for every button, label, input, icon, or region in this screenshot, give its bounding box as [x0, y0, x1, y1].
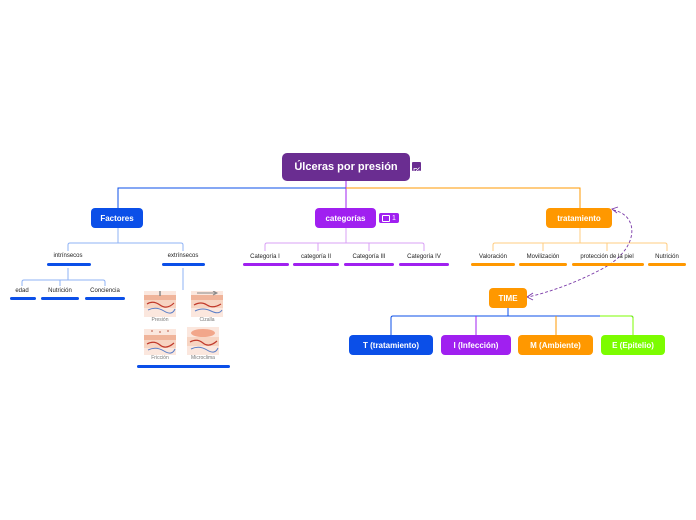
time-node[interactable]: TIME: [489, 288, 527, 308]
relationship-arrowhead-start: [611, 206, 619, 214]
skin-friction-image[interactable]: [144, 329, 176, 355]
comment-count: 1: [392, 214, 396, 222]
comment-badge[interactable]: 1: [379, 213, 399, 223]
topic-nutricion-underline: [41, 297, 79, 300]
skin-shear-image[interactable]: [191, 290, 223, 317]
relationship-arrowhead-end: [526, 292, 534, 301]
topic-proteccion-piel[interactable]: protección de la piel: [580, 254, 634, 260]
time-m-ambiente[interactable]: M (Ambiente): [518, 335, 593, 355]
images-topic-underline: [137, 365, 230, 368]
topic-categoria-1-underline: [243, 263, 289, 266]
topic-conciencia[interactable]: Conciencia: [90, 288, 120, 294]
subtopic-extrinsecos[interactable]: extrínsecos: [167, 253, 199, 259]
image-caption-microclima: Microclima: [191, 355, 215, 361]
topic-nutricion-tratamiento-underline: [648, 263, 686, 266]
topic-categoria-1[interactable]: Categoría I: [250, 254, 280, 260]
topic-movilizacion[interactable]: Movilización: [526, 254, 560, 260]
topic-edad[interactable]: edad: [15, 288, 29, 294]
connector-categorias-children: [264, 228, 425, 251]
subtopic-intrinsecos-underline: [47, 263, 91, 266]
connector-intrinsecos-children: [21, 268, 106, 286]
connector-time-epitelio: [600, 315, 634, 336]
skin-microclimate-image[interactable]: [187, 327, 219, 355]
connector-root-tratamiento: [346, 187, 581, 208]
image-caption-friccion: Fricción: [151, 355, 169, 361]
topic-categoria-2-underline: [293, 263, 339, 266]
topic-valoracion[interactable]: Valoración: [479, 254, 507, 260]
topic-conciencia-underline: [85, 297, 125, 300]
note-icon[interactable]: [412, 162, 421, 173]
image-caption-cizalla: Cizalla: [199, 317, 215, 323]
topic-nutricion[interactable]: Nutrición: [48, 288, 72, 294]
topic-categoria-2[interactable]: categoría II: [300, 254, 332, 260]
connector-tratamiento-children: [492, 228, 668, 251]
skin-pressure-image[interactable]: [144, 291, 176, 317]
image-caption-presion: Presión: [151, 317, 169, 323]
subtopic-extrinsecos-underline: [162, 263, 205, 266]
branch-factores[interactable]: Factores: [91, 208, 143, 228]
branch-categorias[interactable]: categorías: [315, 208, 376, 228]
root-node[interactable]: Úlceras por presión: [282, 153, 410, 181]
topic-valoracion-underline: [471, 263, 515, 266]
comment-icon: [382, 214, 390, 222]
topic-proteccion-piel-underline: [572, 263, 644, 266]
relationship-arrow[interactable]: [527, 209, 633, 298]
connector-time-children: [390, 308, 634, 336]
branch-tratamiento[interactable]: tratamiento: [546, 208, 612, 228]
topic-movilizacion-underline: [519, 263, 567, 266]
topic-categoria-3-underline: [344, 263, 394, 266]
topic-edad-underline: [10, 297, 36, 300]
topic-nutricion-tratamiento[interactable]: Nutrición: [655, 254, 679, 260]
time-i-infeccion[interactable]: I (Infección): [441, 335, 511, 355]
time-e-epitelio[interactable]: E (Epitelio): [601, 335, 665, 355]
topic-categoria-4-underline: [399, 263, 449, 266]
connector-root-factores: [117, 180, 347, 208]
subtopic-intrinsecos[interactable]: intrínsecos: [53, 253, 83, 259]
topic-categoria-4[interactable]: Categoría IV: [407, 254, 441, 260]
time-t-tratamiento[interactable]: T (tratamiento): [349, 335, 433, 355]
topic-categoria-3[interactable]: Categoría III: [352, 254, 386, 260]
connector-factores-children: [67, 228, 184, 251]
